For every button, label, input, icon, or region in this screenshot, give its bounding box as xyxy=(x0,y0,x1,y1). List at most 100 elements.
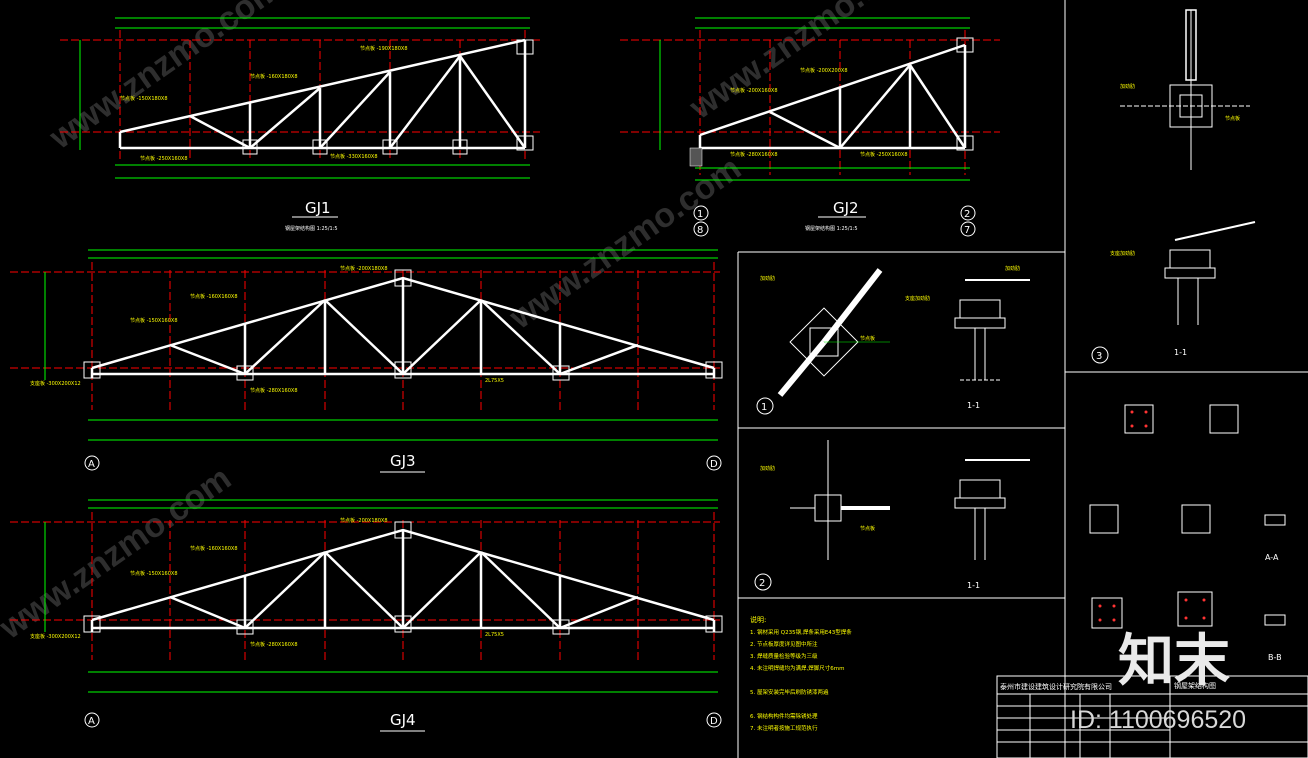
note-1: 1. 钢材采用 Q235钢,焊条采用E43型焊条 xyxy=(750,628,852,636)
panel-borders xyxy=(737,0,1308,758)
watermark-id: ID: 1100696520 xyxy=(1070,706,1246,734)
svg-text:节点板 -160X160X8: 节点板 -160X160X8 xyxy=(190,293,238,300)
svg-text:加劲肋: 加劲肋 xyxy=(1120,83,1135,90)
svg-text:节点板 -190X180X8: 节点板 -190X180X8 xyxy=(360,45,408,52)
gj2-dimension-lines xyxy=(659,17,970,181)
svg-text:节点板 -280X160X8: 节点板 -280X160X8 xyxy=(250,387,298,394)
svg-text:支座板 -300X200X12: 支座板 -300X200X12 xyxy=(30,633,81,640)
svg-text:加劲肋: 加劲肋 xyxy=(760,275,775,282)
gj2-axis-2: 2 xyxy=(964,209,970,220)
watermark-site-2: www.znzmo.com xyxy=(502,149,748,337)
gj4-grid-lines xyxy=(10,512,720,660)
gj4-axis-d: D xyxy=(710,716,718,727)
gj3-dimension-lines xyxy=(44,249,718,441)
svg-text:节点板 -280X160X8: 节点板 -280X160X8 xyxy=(730,151,778,158)
svg-text:节点板 -330X160X8: 节点板 -330X160X8 xyxy=(330,153,378,160)
gj1-title: GJ1 xyxy=(305,199,331,217)
notes-heading: 说明: xyxy=(750,615,766,624)
detail-2: 加劲肋 节点板 2 1-1 xyxy=(754,440,1030,591)
watermark-site-3: www.znzmo.com xyxy=(0,459,238,647)
svg-text:节点板 -200X180X8: 节点板 -200X180X8 xyxy=(340,265,388,272)
gj2-axis-markers: 1 8 2 7 xyxy=(693,205,976,237)
detail-3-num: 3 xyxy=(1096,351,1102,362)
svg-text:加劲肋: 加劲肋 xyxy=(760,465,775,472)
svg-text:节点板 -150X160X8: 节点板 -150X160X8 xyxy=(130,570,178,577)
detail-1-section: 1-1 xyxy=(967,401,980,410)
note-7: 7. 未注明者按施工规范执行 xyxy=(750,724,818,732)
gj2-axis-8: 8 xyxy=(697,225,703,236)
truss-gj2: 节点板 -200X200X8 节点板 -200X160X8 节点板 -280X1… xyxy=(620,17,1000,237)
svg-text:节点板 -200X160X8: 节点板 -200X160X8 xyxy=(730,87,778,94)
gj2-annotations: 节点板 -200X200X8 节点板 -200X160X8 节点板 -280X1… xyxy=(730,67,908,158)
truss-gj4: 节点板 -200X180X8 节点板 -160X160X8 节点板 -150X1… xyxy=(10,499,723,732)
svg-text:加劲肋: 加劲肋 xyxy=(1005,265,1020,272)
gj3-annotations: 节点板 -200X180X8 节点板 -160X160X8 节点板 -150X1… xyxy=(30,265,504,394)
note-4: 4. 未注明焊缝均为满焊,焊脚尺寸6mm xyxy=(750,664,844,672)
section-b-b: B-B xyxy=(1268,653,1282,662)
svg-text:节点板: 节点板 xyxy=(860,525,875,532)
watermark-logo: 知末 xyxy=(1118,629,1230,694)
gj1-dimension-lines xyxy=(79,17,530,179)
detail-3: 加劲肋 节点板 支座加劲肋 3 1-1 xyxy=(1091,9,1256,364)
svg-text:节点板 -150X180X8: 节点板 -150X180X8 xyxy=(120,95,168,102)
svg-text:节点板: 节点板 xyxy=(860,335,875,342)
gj3-axis-a: A xyxy=(88,459,95,470)
svg-text:2L75X5: 2L75X5 xyxy=(485,378,504,384)
section-a-a: A-A xyxy=(1265,553,1279,562)
detail-2-section: 1-1 xyxy=(967,581,980,590)
detail-2-num: 2 xyxy=(759,578,765,589)
gj3-axis-d: D xyxy=(710,459,718,470)
svg-text:节点板 -280X160X8: 节点板 -280X160X8 xyxy=(250,641,298,648)
gj4-dimension-lines xyxy=(44,499,718,693)
svg-text:节点板 -250X160X8: 节点板 -250X160X8 xyxy=(860,151,908,158)
gj4-title: GJ4 xyxy=(390,711,416,729)
svg-text:支座板 -300X200X12: 支座板 -300X200X12 xyxy=(30,380,81,387)
gj1-members xyxy=(118,38,527,150)
gj3-gusset-plates xyxy=(83,269,723,381)
detail-3-section: 1-1 xyxy=(1174,348,1187,357)
svg-text:支座加劲肋: 支座加劲肋 xyxy=(1110,250,1135,257)
detail-1-num: 1 xyxy=(761,402,767,413)
gj3-members xyxy=(90,276,716,378)
watermark-site-4: www.znzmo.com xyxy=(682,0,928,127)
truss-gj1: 节点板 -190X180X8 节点板 -160X180X8 节点板 -150X1… xyxy=(60,17,540,232)
note-5: 5. 屋架安装完毕后刷防锈漆两遍 xyxy=(750,688,829,696)
gj4-gusset-plates xyxy=(83,521,723,635)
note-3: 3. 焊缝质量检验等级为三级 xyxy=(750,652,818,660)
gj4-axis-a: A xyxy=(88,716,95,727)
gj2-axis-1: 1 xyxy=(697,209,703,220)
svg-text:节点板 -160X180X8: 节点板 -160X180X8 xyxy=(250,73,298,80)
detail-1: 加劲肋 节点板 1 加劲肋 支座加劲肋 1-1 xyxy=(756,265,1030,415)
title-block: 泰州市建设建筑设计研究院有限公司 钢屋架结构图 xyxy=(996,675,1308,758)
svg-text:2L75X5: 2L75X5 xyxy=(485,632,504,638)
svg-text:节点板 -150X160X8: 节点板 -150X160X8 xyxy=(130,317,178,324)
svg-text:节点板: 节点板 xyxy=(1225,115,1240,122)
watermark-branding: 知末 ID: 1100696520 xyxy=(1070,629,1246,734)
gj4-annotations: 节点板 -200X180X8 节点板 -160X160X8 节点板 -150X1… xyxy=(30,517,504,648)
truss-gj3: 节点板 -200X180X8 节点板 -160X160X8 节点板 -150X1… xyxy=(10,249,723,473)
note-2: 2. 节点板厚度详见图中所注 xyxy=(750,640,818,648)
svg-text:节点板 -200X200X8: 节点板 -200X200X8 xyxy=(800,67,848,74)
svg-text:支座加劲肋: 支座加劲肋 xyxy=(905,295,930,302)
svg-text:节点板 -160X160X8: 节点板 -160X160X8 xyxy=(190,545,238,552)
gj1-note: 钢屋架结构图 1:25/1:5 xyxy=(285,225,338,232)
gj4-members xyxy=(90,528,716,632)
svg-text:节点板 -200X180X8: 节点板 -200X180X8 xyxy=(340,517,388,524)
drawing-name: 钢屋架结构图 xyxy=(1174,681,1216,690)
gj3-grid-lines xyxy=(10,262,720,410)
gj3-title: GJ3 xyxy=(390,452,416,470)
company-name: 泰州市建设建筑设计研究院有限公司 xyxy=(1000,682,1112,691)
gj2-axis-7: 7 xyxy=(964,225,970,236)
gj1-annotations: 节点板 -190X180X8 节点板 -160X180X8 节点板 -150X1… xyxy=(120,45,408,162)
gj4-axis-markers: A D xyxy=(84,712,722,728)
gj2-title: GJ2 xyxy=(833,199,859,217)
gj2-members xyxy=(698,43,967,150)
svg-text:节点板 -250X160X8: 节点板 -250X160X8 xyxy=(140,155,188,162)
note-6: 6. 钢结构构件均需除锈处理 xyxy=(750,712,818,720)
gj1-gusset-plates xyxy=(242,39,534,155)
base-plate-details: A-A B-B xyxy=(1089,404,1286,662)
gj3-axis-markers: A D xyxy=(84,455,722,471)
notes-block: 说明: 1. 钢材采用 Q235钢,焊条采用E43型焊条 2. 节点板厚度详见图… xyxy=(750,615,852,732)
gj2-note: 钢屋架结构图 1:25/1:5 xyxy=(805,225,858,232)
